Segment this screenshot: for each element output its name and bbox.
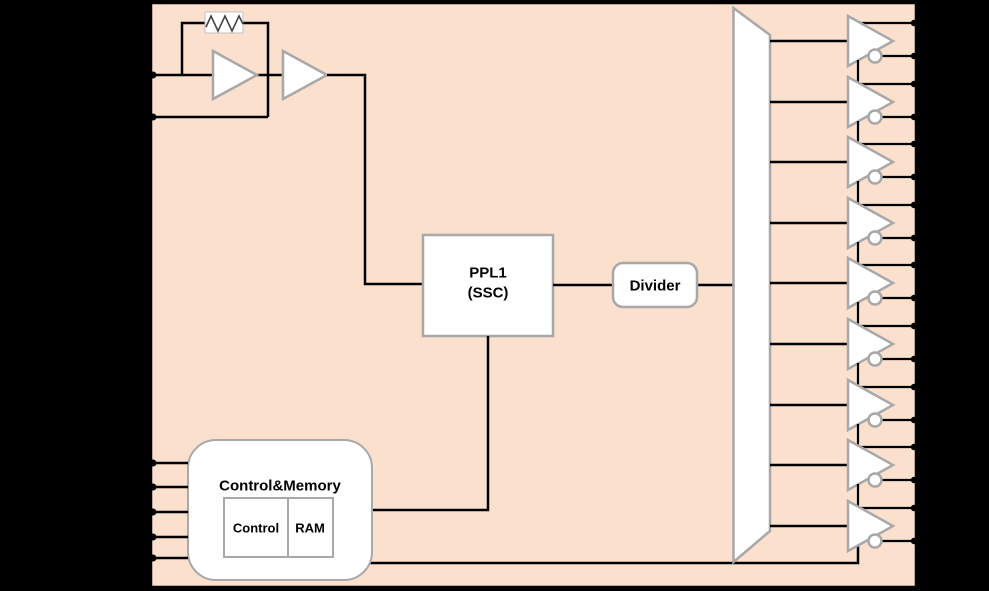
pin-dot	[910, 234, 918, 242]
pin-dot	[910, 476, 918, 484]
pin-dot	[910, 504, 918, 512]
oscillator-section	[149, 11, 423, 286]
osc-to-pll-wire	[327, 73, 423, 286]
pin-dot	[910, 113, 918, 121]
pin-dot	[910, 201, 918, 209]
divider-box	[611, 261, 699, 309]
inversion-bubble-icon	[867, 48, 883, 64]
pin-dot	[149, 508, 157, 516]
control-to-buffer-wire	[370, 545, 860, 565]
control-cell-label: Control	[233, 521, 279, 536]
pin-dot	[910, 294, 918, 302]
inversion-bubble-icon	[867, 290, 883, 306]
pll-label-line1: PPL1	[469, 265, 507, 282]
pin-dot	[910, 173, 918, 181]
inversion-bubble-icon	[867, 533, 883, 549]
control-ram-box	[223, 497, 334, 558]
resistor-zigzag-icon	[205, 14, 244, 33]
pin-dot	[910, 322, 918, 330]
pin-dot	[149, 483, 157, 491]
divider-label: Divider	[630, 278, 681, 295]
pin-dot	[149, 459, 157, 467]
inversion-bubble-icon	[867, 230, 883, 246]
pll-block: PPL1 (SSC)	[421, 233, 555, 338]
inversion-bubble-icon	[867, 412, 883, 428]
pin-dot	[910, 383, 918, 391]
pin-dot	[149, 71, 157, 79]
oscillator-buffer-icon	[281, 48, 330, 102]
inversion-bubble-icon	[867, 472, 883, 488]
pin-dot	[910, 443, 918, 451]
pin-dot	[910, 19, 918, 27]
pin-dot	[910, 80, 918, 88]
pll-to-control-wire	[372, 336, 490, 512]
pin-dot	[910, 355, 918, 363]
pin-dot	[149, 554, 157, 562]
pin-dot	[910, 52, 918, 60]
pin-dot	[149, 113, 157, 121]
oscillator-amp-icon	[211, 48, 260, 102]
pin-dot	[910, 140, 918, 148]
ram-cell-label: RAM	[295, 521, 325, 536]
pin-dot	[910, 416, 918, 424]
inversion-bubble-icon	[867, 169, 883, 185]
divider-block: Divider	[611, 261, 699, 309]
output-buffers-section	[149, 13, 918, 562]
pin-dot	[910, 261, 918, 269]
control-memory-title: Control&Memory	[219, 478, 341, 495]
inversion-bubble-icon	[867, 109, 883, 125]
pll-label-line2: (SSC)	[468, 285, 509, 302]
control-memory-block: Control&Memory Control RAM	[187, 439, 373, 581]
inversion-bubble-icon	[867, 351, 883, 367]
pin-dot	[149, 533, 157, 541]
pin-dot	[910, 537, 918, 545]
mux-shape	[732, 5, 772, 565]
